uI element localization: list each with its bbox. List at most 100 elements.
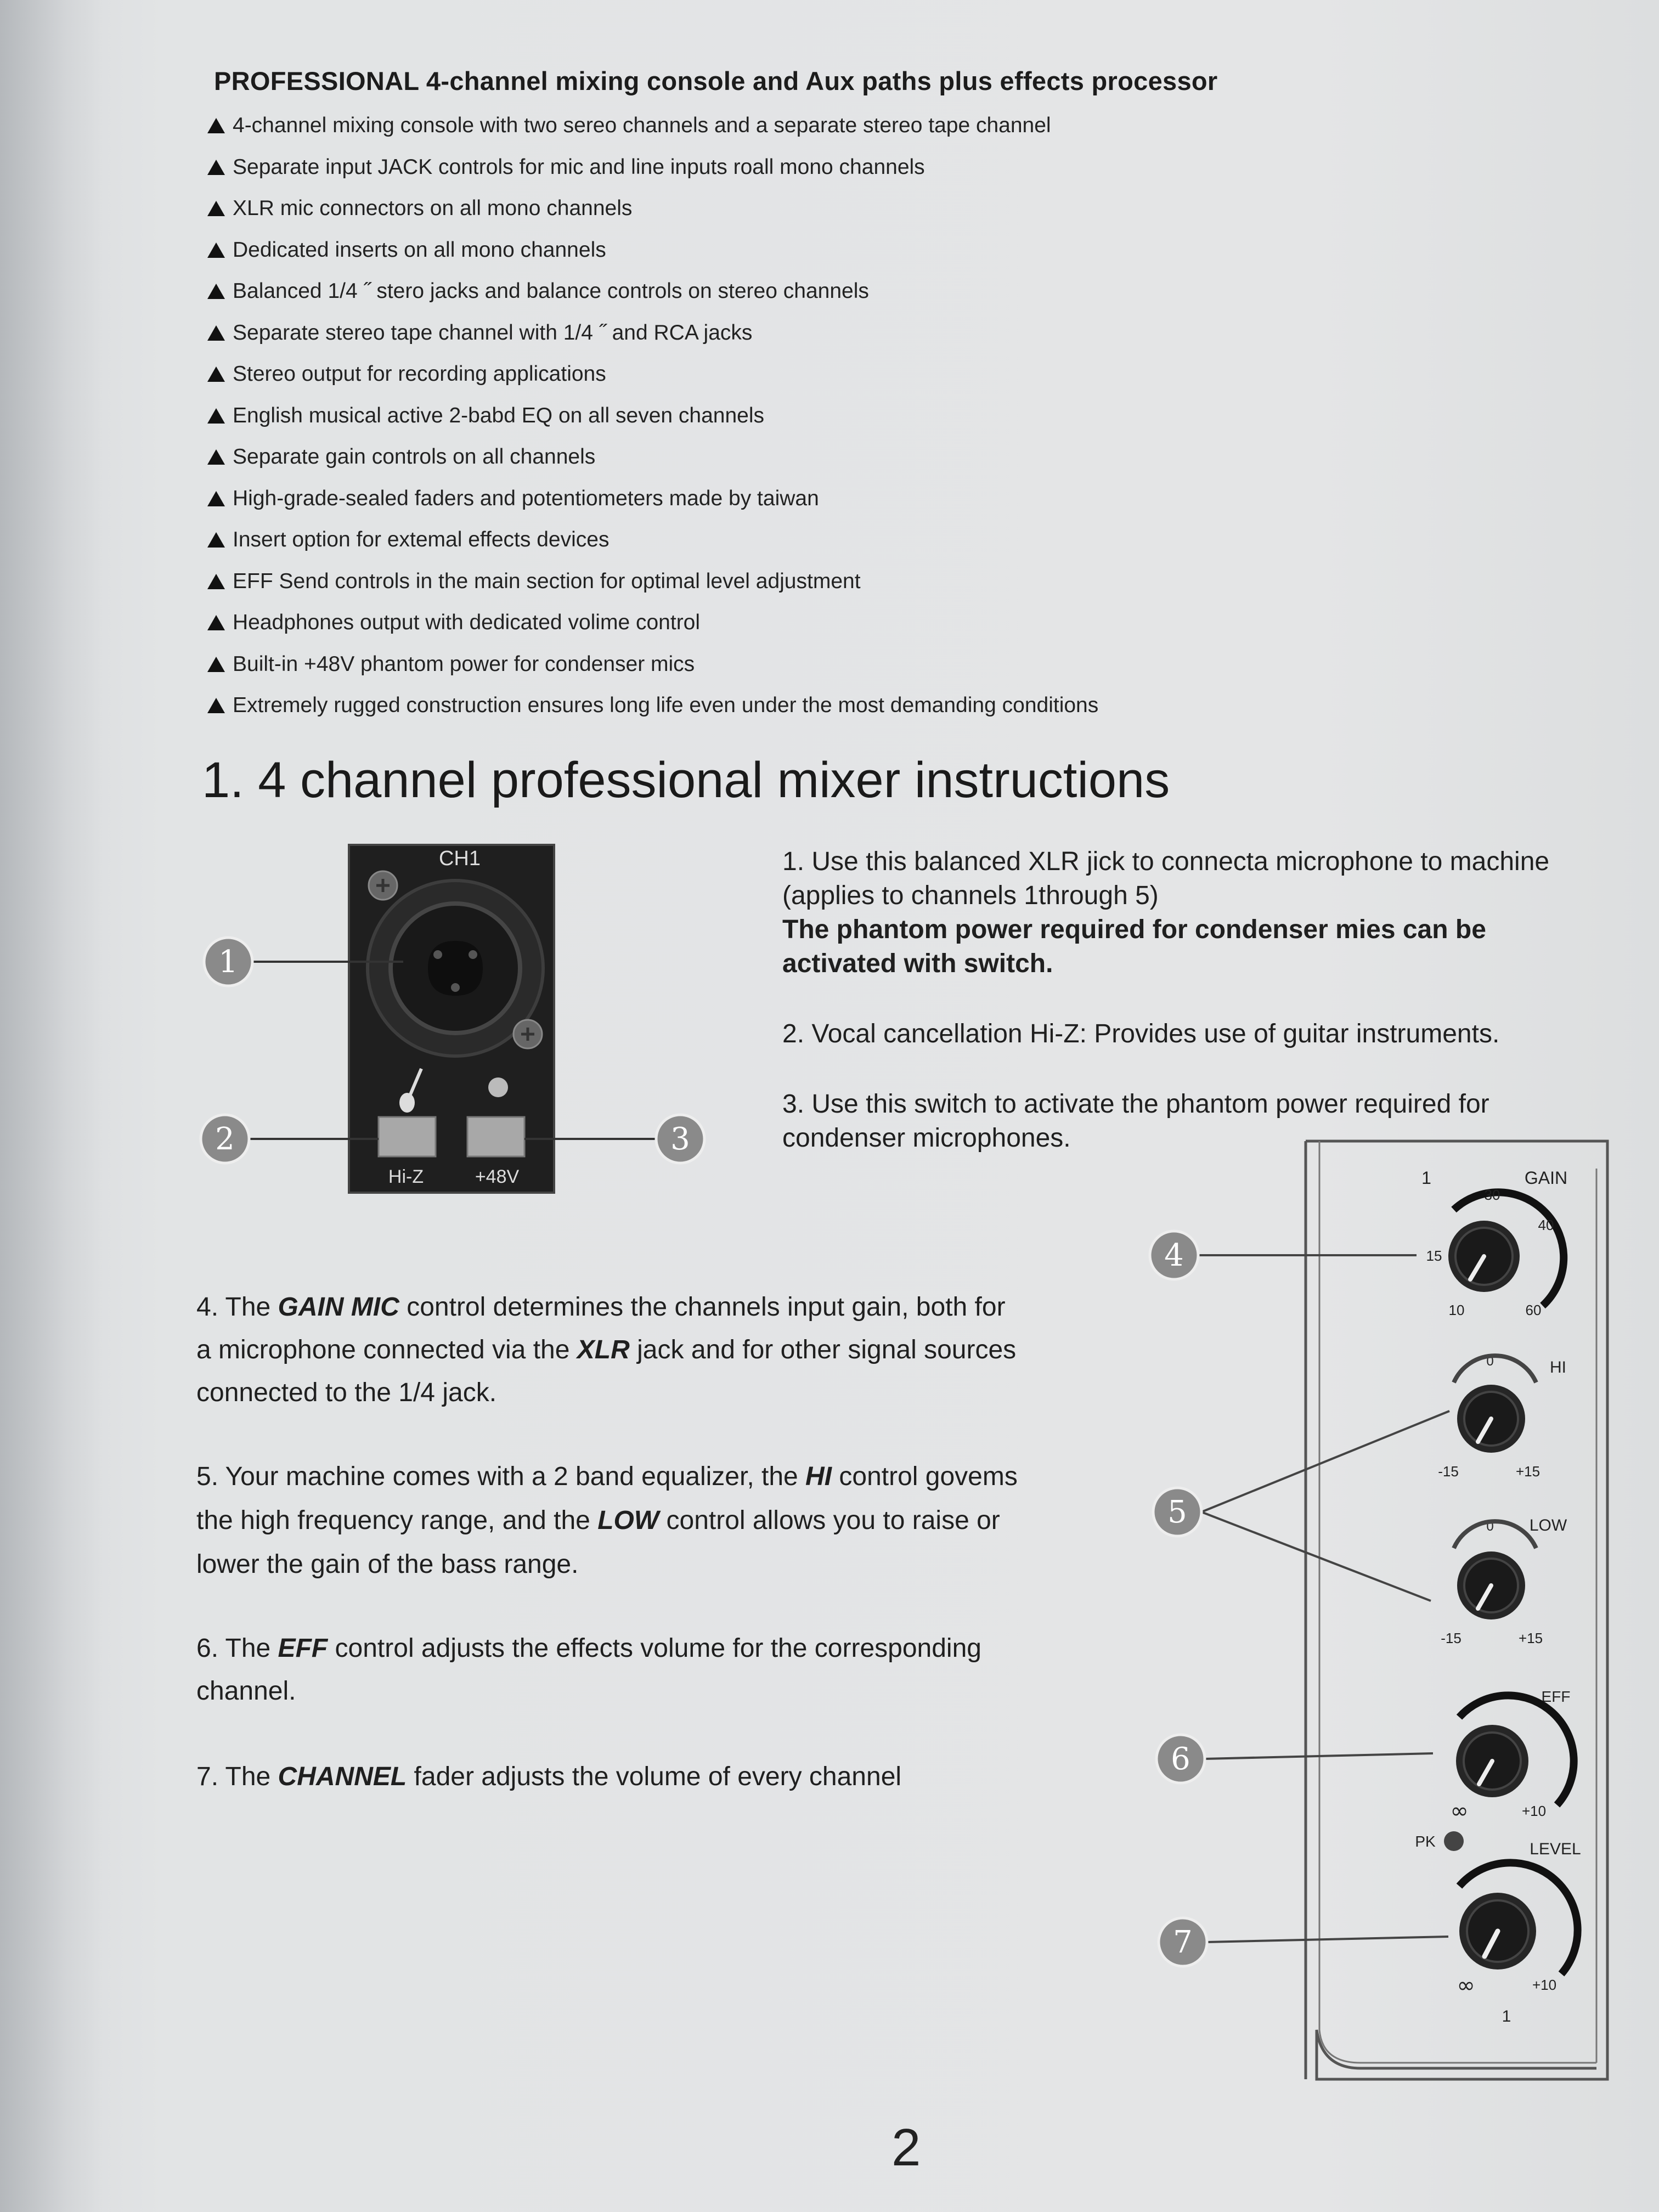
svg-text:5: 5	[1167, 1494, 1187, 1530]
svg-text:1: 1	[218, 944, 238, 980]
feature-item: Built-in +48V phantom power for condense…	[207, 648, 1098, 690]
pk-label: PK	[1415, 1833, 1436, 1850]
triangle-bullet-icon	[207, 490, 225, 506]
gain-knob[interactable]	[1448, 1188, 1568, 1309]
feature-item: 4-channel mixing console with two sereo …	[207, 110, 1098, 151]
screw-icon	[368, 870, 398, 901]
phantom-48v-switch-button[interactable]	[466, 1116, 526, 1158]
level-tick-max: +10	[1532, 1977, 1556, 1993]
low-eq-knob[interactable]	[1452, 1519, 1538, 1620]
channel-level-knob[interactable]	[1456, 1859, 1582, 1977]
svg-text:6: 6	[1171, 1741, 1190, 1777]
triangle-bullet-icon	[207, 408, 225, 424]
page-crease-shadow	[0, 0, 104, 2212]
instruction-3: 3. Use this switch to activate the phant…	[782, 1090, 1489, 1153]
callout-marker-3: 3	[654, 1113, 706, 1165]
guitar-icon	[399, 1068, 423, 1113]
triangle-bullet-icon	[207, 366, 225, 382]
eff-tick-min: ∞	[1450, 1798, 1468, 1824]
triangle-bullet-icon	[207, 615, 225, 630]
feature-item: EFF Send controls in the main section fo…	[207, 566, 1098, 607]
callout-line-5b	[1201, 1511, 1431, 1602]
section-title: 1. 4 channel professional mixer instruct…	[202, 752, 1170, 808]
triangle-bullet-icon	[207, 532, 225, 548]
channel-number-bottom: 1	[1502, 2007, 1511, 2025]
eff-label: EFF	[1542, 1688, 1571, 1705]
svg-text:3: 3	[670, 1121, 690, 1157]
triangle-bullet-icon	[207, 449, 225, 465]
gain-tick-30: 30	[1485, 1187, 1500, 1203]
peak-led-icon	[1444, 1831, 1464, 1851]
callout-marker-1: 1	[202, 936, 254, 988]
callout-marker-5: 5	[1152, 1486, 1203, 1538]
feature-item: Separate stereo tape channel with 1/4 ˝ …	[207, 317, 1098, 359]
channel-strip: 1 GAIN 30 40 15 10 60 0 HI -15 +15 0 LOW	[1304, 1139, 1609, 2081]
ch1-label: CH1	[439, 847, 481, 870]
triangle-bullet-icon	[207, 656, 225, 672]
callout-line-5a	[1201, 1410, 1450, 1513]
triangle-bullet-icon	[207, 159, 225, 175]
hi-tick-min: -15	[1438, 1463, 1459, 1480]
callout-marker-7: 7	[1157, 1916, 1209, 1968]
feature-item: Separate gain controls on all channels	[207, 441, 1098, 483]
low-tick-min: -15	[1441, 1630, 1462, 1646]
feature-item: Dedicated inserts on all mono channels	[207, 234, 1098, 276]
screw-icon	[512, 1019, 543, 1049]
instruction-1: 1. Use this balanced XLR jick to connect…	[782, 847, 1550, 978]
svg-text:7: 7	[1173, 1925, 1193, 1960]
feature-item: Separate input JACK controls for mic and…	[207, 151, 1098, 193]
triangle-bullet-icon	[207, 118, 225, 133]
gain-label: GAIN	[1525, 1168, 1567, 1188]
phantom-label: +48V	[475, 1166, 520, 1187]
level-tick-min: ∞	[1457, 1973, 1475, 1998]
feature-item: Headphones output with dedicated volime …	[207, 607, 1098, 648]
gain-tick-40: 40	[1538, 1217, 1554, 1233]
phantom-led-icon	[488, 1077, 508, 1097]
svg-text:2: 2	[215, 1121, 235, 1157]
instruction-7: 7. The CHANNEL fader adjusts the volume …	[196, 1762, 902, 1791]
hiz-label: Hi-Z	[388, 1166, 424, 1187]
eff-knob[interactable]	[1456, 1691, 1578, 1808]
triangle-bullet-icon	[207, 242, 225, 258]
xlr-combo-jack-icon	[366, 879, 545, 1058]
triangle-bullet-icon	[207, 284, 225, 299]
callout-line-7	[1206, 1936, 1449, 1943]
instruction-2: 2. Vocal cancellation Hi-Z: Provides use…	[782, 1019, 1500, 1048]
instruction-4: 4. The GAIN MIC control determines the c…	[196, 1293, 1017, 1407]
page-number: 2	[891, 2118, 921, 2177]
callout-marker-4: 4	[1148, 1229, 1200, 1281]
triangle-bullet-icon	[207, 698, 225, 713]
triangle-bullet-icon	[207, 325, 225, 341]
level-label: LEVEL	[1530, 1840, 1581, 1858]
page-header: PROFESSIONAL 4-channel mixing console an…	[214, 66, 1218, 95]
svg-text:4: 4	[1164, 1238, 1184, 1273]
feature-item: XLR mic connectors on all mono channels	[207, 193, 1098, 234]
ch1-panel: CH1 Hi-Z +48V	[348, 844, 555, 1194]
channel-number-top: 1	[1421, 1168, 1431, 1188]
feature-item: Insert option for extemal effects device…	[207, 524, 1098, 566]
feature-item: English musical active 2-babd EQ on all …	[207, 400, 1098, 442]
triangle-bullet-icon	[207, 201, 225, 216]
callout-marker-6: 6	[1155, 1733, 1206, 1785]
instruction-6: 6. The EFF control adjusts the effects v…	[196, 1634, 981, 1706]
callout-line-6	[1204, 1752, 1434, 1760]
low-label: LOW	[1530, 1516, 1567, 1534]
feature-item: Balanced 1/4 ˝ stero jacks and balance c…	[207, 275, 1098, 317]
feature-item: Stereo output for recording applications	[207, 358, 1098, 400]
gain-tick-60: 60	[1526, 1302, 1542, 1318]
hi-eq-knob[interactable]	[1452, 1353, 1538, 1453]
triangle-bullet-icon	[207, 573, 225, 589]
feature-item: High-grade-sealed faders and potentiomet…	[207, 483, 1098, 524]
gain-tick-10: 10	[1449, 1302, 1465, 1318]
feature-item: Extremely rugged construction ensures lo…	[207, 690, 1098, 731]
low-tick-max: +15	[1519, 1630, 1543, 1646]
feature-list: 4-channel mixing console with two sereo …	[207, 110, 1098, 731]
hi-label: HI	[1550, 1358, 1566, 1376]
gain-tick-15: 15	[1426, 1248, 1442, 1264]
hi-tick-max: +15	[1516, 1463, 1540, 1480]
eff-tick-max: +10	[1522, 1803, 1546, 1819]
hiz-switch-button[interactable]	[377, 1116, 437, 1158]
instruction-5: 5. Your machine comes with a 2 band equa…	[196, 1462, 1018, 1579]
callout-marker-2: 2	[199, 1113, 251, 1165]
